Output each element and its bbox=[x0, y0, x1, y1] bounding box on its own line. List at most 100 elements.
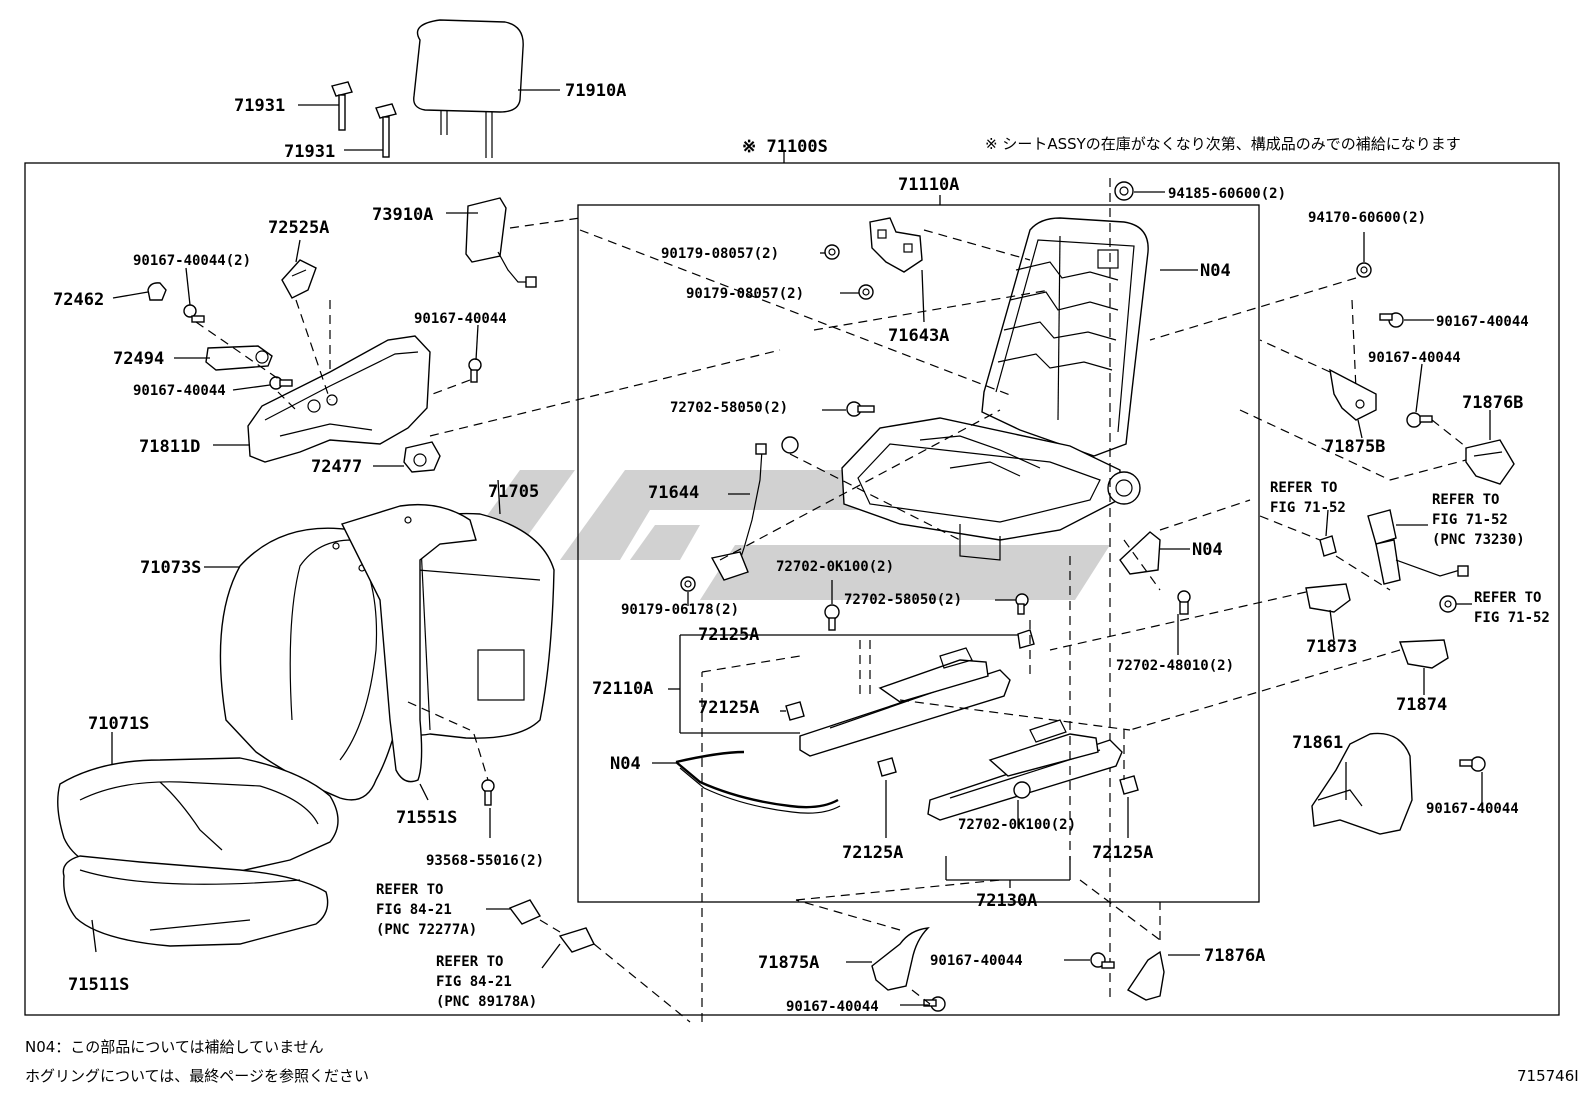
cover-71876B[interactable] bbox=[1465, 439, 1515, 485]
bracket-71875B[interactable] bbox=[1329, 368, 1377, 421]
nut-refer-71-52[interactable] bbox=[1439, 595, 1457, 613]
connector-72277A[interactable] bbox=[508, 899, 542, 925]
headrest-guide-71931-a[interactable] bbox=[331, 81, 353, 131]
refer-note-r1[interactable]: REFER TO FIG 71-52 bbox=[1270, 480, 1346, 516]
label-71073S[interactable]: 71073S bbox=[140, 558, 201, 578]
screw-90167-40044-r1[interactable] bbox=[1379, 312, 1404, 328]
cover-71874[interactable] bbox=[1399, 639, 1449, 669]
label-71861[interactable]: 71861 bbox=[1292, 733, 1343, 753]
bracket-N04-mid[interactable] bbox=[1119, 531, 1161, 575]
cover-72477[interactable] bbox=[403, 441, 441, 473]
label-72702-58050-a[interactable]: 72702-58050(2) bbox=[670, 400, 788, 416]
label-71551S[interactable]: 71551S bbox=[396, 808, 457, 828]
headrest-71910A[interactable] bbox=[413, 19, 524, 158]
label-71511S[interactable]: 71511S bbox=[68, 975, 129, 995]
buckle-refer-71-52[interactable] bbox=[1367, 509, 1469, 585]
label-N04-top[interactable]: N04 bbox=[1200, 261, 1231, 281]
knob-72494[interactable] bbox=[205, 345, 273, 371]
refer-note-r5[interactable]: REFER TO FIG 84-21 (PNC 89178A) bbox=[436, 954, 537, 1010]
label-90167-40044-r3[interactable]: 90167-40044 bbox=[1426, 801, 1519, 817]
screw-90167-40044-b1[interactable] bbox=[1090, 952, 1115, 969]
label-73910A[interactable]: 73910A bbox=[372, 205, 433, 225]
label-72525A[interactable]: 72525A bbox=[268, 218, 329, 238]
refer-note-r2[interactable]: REFER TO FIG 71-52 (PNC 73230) bbox=[1432, 492, 1525, 548]
cover-71861[interactable] bbox=[1311, 732, 1413, 835]
cover-71873[interactable] bbox=[1305, 583, 1351, 613]
label-72702-48010[interactable]: 72702-48010(2) bbox=[1116, 658, 1234, 674]
refer-note-r3[interactable]: REFER TO FIG 71-52 bbox=[1474, 590, 1550, 626]
label-72702-0K100-a[interactable]: 72702-0K100(2) bbox=[776, 559, 894, 575]
label-90167-40044-b2[interactable]: 90167-40044 bbox=[786, 999, 879, 1015]
nut-90179-08057-b[interactable] bbox=[858, 284, 874, 300]
label-N04-wire[interactable]: N04 bbox=[610, 754, 641, 774]
label-71876B[interactable]: 71876B bbox=[1462, 393, 1523, 413]
screw-90167-40044-b2[interactable] bbox=[923, 996, 946, 1012]
cap-72462[interactable] bbox=[147, 282, 167, 301]
label-72130A[interactable]: 72130A bbox=[976, 891, 1037, 911]
clip-72125A-b[interactable] bbox=[785, 701, 805, 721]
seat-frame-71110A[interactable] bbox=[841, 217, 1149, 561]
clip-93568-55016[interactable] bbox=[481, 779, 495, 806]
label-90179-08057-b[interactable]: 90179-08057(2) bbox=[686, 286, 804, 302]
clip-refer-71-52[interactable] bbox=[1319, 535, 1337, 557]
bracket-71643A[interactable] bbox=[869, 217, 923, 273]
bolt-72702-58050-b[interactable] bbox=[1015, 593, 1029, 615]
label-94185-60600[interactable]: 94185-60600(2) bbox=[1168, 186, 1286, 202]
label-71110A[interactable]: 71110A bbox=[898, 175, 959, 195]
label-72462[interactable]: 72462 bbox=[53, 290, 104, 310]
label-72702-0K100-b[interactable]: 72702-0K100(2) bbox=[958, 817, 1076, 833]
bolt-72702-48010[interactable] bbox=[1177, 590, 1191, 615]
label-90167-40044-r1[interactable]: 90167-40044 bbox=[1436, 314, 1529, 330]
label-90167-40044-center[interactable]: 90167-40044 bbox=[414, 311, 507, 327]
label-71643A[interactable]: 71643A bbox=[888, 326, 949, 346]
wire-N04[interactable] bbox=[675, 750, 841, 814]
label-90167-40044-r2[interactable]: 90167-40044 bbox=[1368, 350, 1461, 366]
bolt-72702-58050-a[interactable] bbox=[846, 401, 875, 417]
bolt-72702-0K100-b[interactable] bbox=[1013, 781, 1031, 799]
nut-94185-60600[interactable] bbox=[1114, 181, 1134, 201]
label-71873[interactable]: 71873 bbox=[1306, 637, 1357, 657]
nut-90179-06178[interactable] bbox=[680, 576, 696, 592]
label-94170-60600[interactable]: 94170-60600(2) bbox=[1308, 210, 1426, 226]
cover-71875A[interactable] bbox=[871, 927, 930, 991]
label-71811D[interactable]: 71811D bbox=[139, 437, 200, 457]
clip-72125A-d[interactable] bbox=[1119, 775, 1139, 795]
label-72125A-a[interactable]: 72125A bbox=[698, 625, 759, 645]
nut-90179-08057-a[interactable] bbox=[824, 244, 840, 260]
label-72494[interactable]: 72494 bbox=[113, 349, 164, 369]
seat-cushion-pad-71511S[interactable] bbox=[62, 855, 329, 947]
label-72702-58050-b[interactable]: 72702-58050(2) bbox=[844, 592, 962, 608]
clip-72125A-a[interactable] bbox=[1017, 629, 1035, 649]
label-90167-40044-2[interactable]: 90167-40044(2) bbox=[133, 253, 251, 269]
screw-90167-40044-r2[interactable] bbox=[1406, 412, 1433, 428]
label-71644[interactable]: 71644 bbox=[648, 483, 699, 503]
label-90179-06178[interactable]: 90179-06178(2) bbox=[621, 602, 739, 618]
label-72125A-d[interactable]: 72125A bbox=[1092, 843, 1153, 863]
screw-90167-40044-r3[interactable] bbox=[1459, 756, 1486, 772]
label-72477[interactable]: 72477 bbox=[311, 457, 362, 477]
screw-90167-40044-center[interactable] bbox=[468, 358, 482, 383]
recliner-cover-71811D[interactable] bbox=[247, 335, 431, 463]
label-72125A-c[interactable]: 72125A bbox=[842, 843, 903, 863]
label-72110A[interactable]: 72110A bbox=[592, 679, 653, 699]
label-71876A[interactable]: 71876A bbox=[1204, 946, 1265, 966]
screw-90167-40044-2[interactable] bbox=[183, 304, 205, 323]
seat-track-72130A[interactable] bbox=[927, 719, 1123, 821]
seat-cushion-cover-71071S[interactable] bbox=[57, 757, 339, 881]
refer-note-r4[interactable]: REFER TO FIG 84-21 (PNC 72277A) bbox=[376, 882, 477, 938]
label-71874[interactable]: 71874 bbox=[1396, 695, 1447, 715]
bolt-72702-0K100-a[interactable] bbox=[824, 604, 840, 631]
label-71705[interactable]: 71705 bbox=[488, 482, 539, 502]
label-90167-40044-b1[interactable]: 90167-40044 bbox=[930, 953, 1023, 969]
cover-72525A[interactable] bbox=[281, 259, 317, 299]
label-71875B[interactable]: 71875B bbox=[1324, 437, 1385, 457]
cover-71876A[interactable] bbox=[1126, 950, 1165, 1001]
label-71071S[interactable]: 71071S bbox=[88, 714, 149, 734]
label-71875A[interactable]: 71875A bbox=[758, 953, 819, 973]
connector-89178A[interactable] bbox=[558, 927, 595, 953]
airbag-73910A[interactable] bbox=[465, 197, 537, 288]
label-90167-40044-left[interactable]: 90167-40044 bbox=[133, 383, 226, 399]
screw-90167-40044-left[interactable] bbox=[269, 376, 293, 390]
label-71931-a[interactable]: 71931 bbox=[234, 96, 285, 116]
seatback-frame-71551S[interactable] bbox=[341, 503, 477, 783]
